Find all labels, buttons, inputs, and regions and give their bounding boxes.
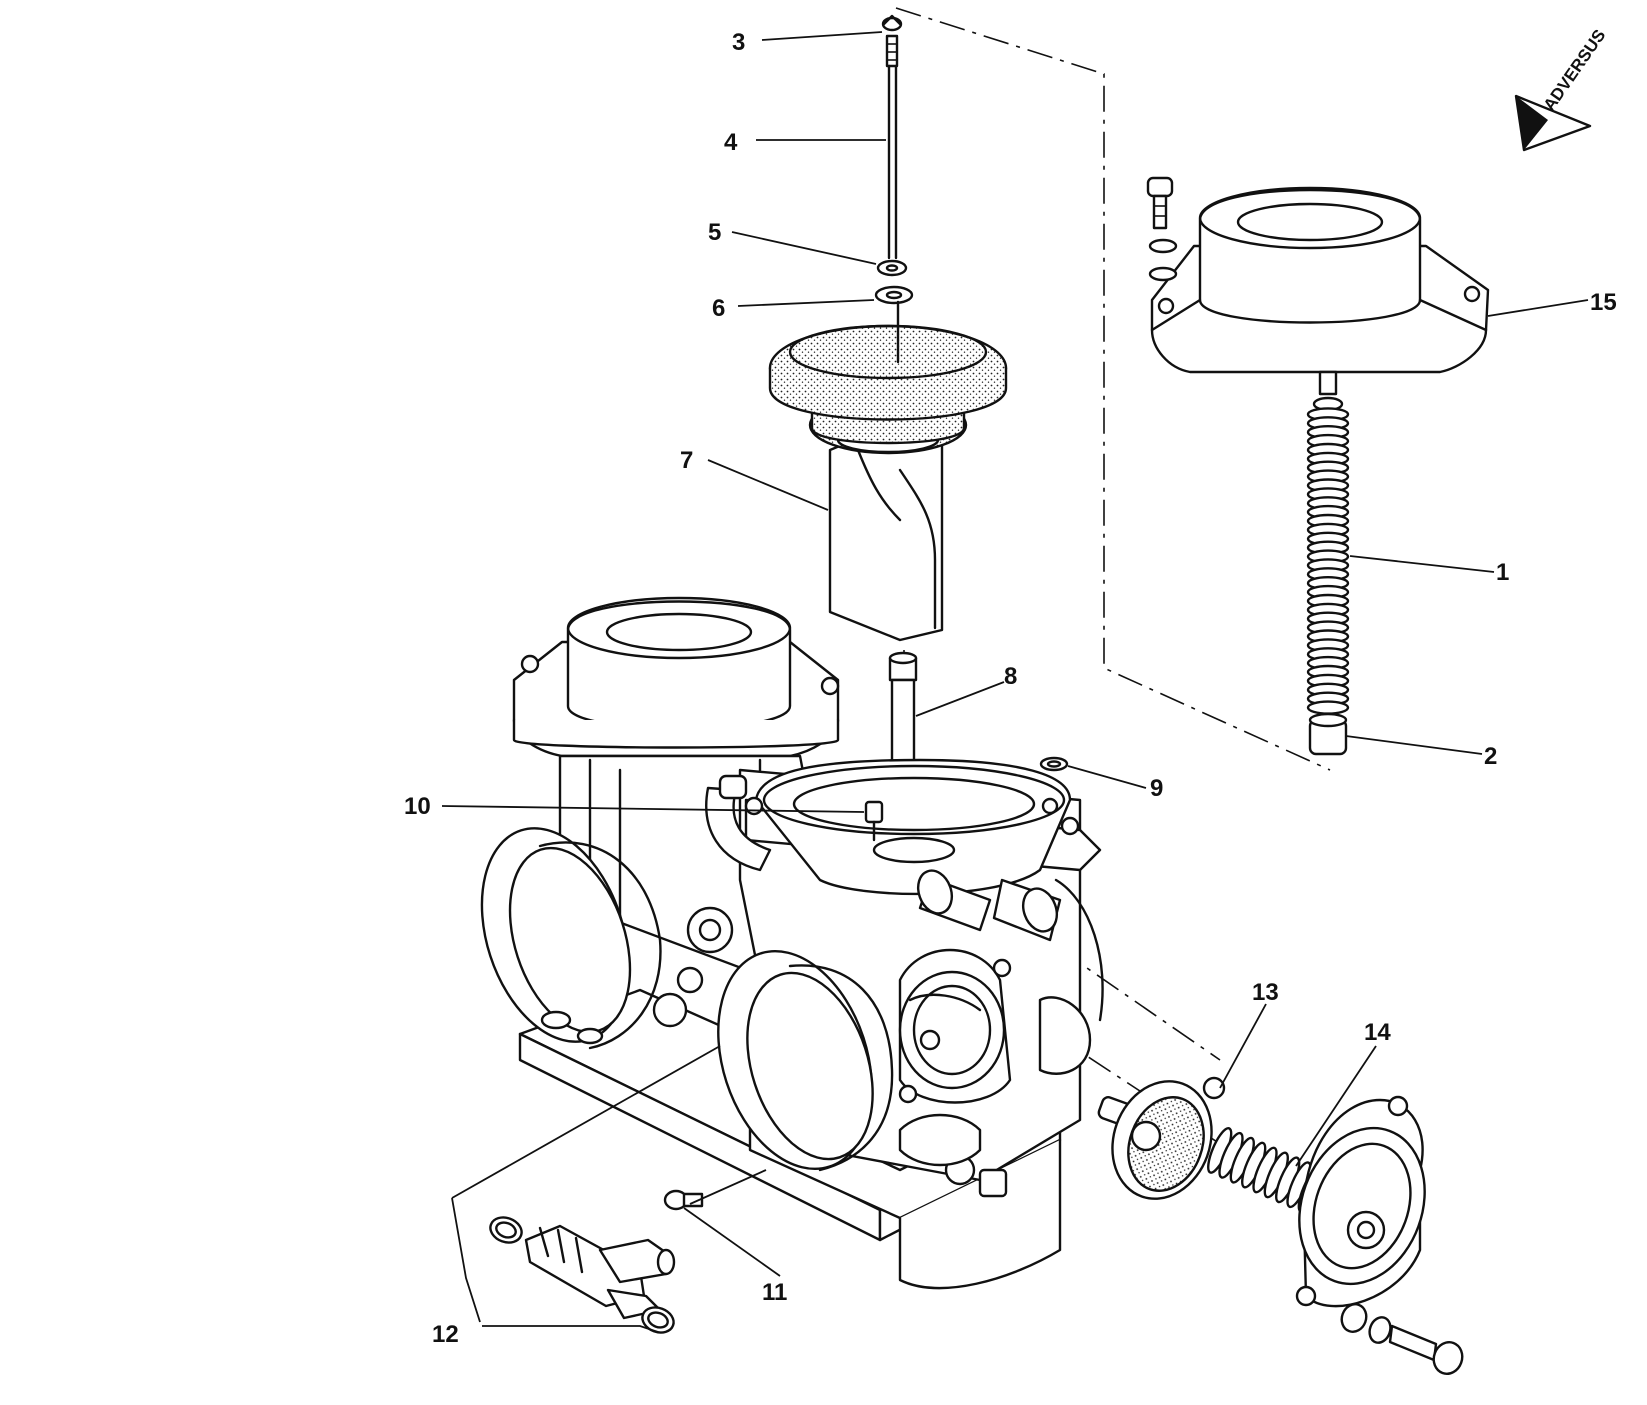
callout-5: 5 xyxy=(708,219,721,246)
leader-lines xyxy=(441,31,1589,1333)
carburetor-body xyxy=(480,596,1104,1290)
spring-coil xyxy=(1306,700,1350,715)
callout-3: 3 xyxy=(732,29,745,56)
callout-11: 11 xyxy=(762,1279,787,1306)
part-2-spring-seat xyxy=(1308,712,1348,756)
part-12-fitting-o-rings xyxy=(489,1216,676,1334)
callout-12: 12 xyxy=(432,1321,459,1348)
part-6-washer xyxy=(874,285,914,305)
part-15-vacuum-cover xyxy=(1146,176,1490,412)
part-10-jet xyxy=(864,800,884,842)
callout-1: 1 xyxy=(1496,559,1509,586)
adversus-logo: ADVERSUS xyxy=(1514,26,1610,152)
callout-7: 7 xyxy=(680,447,693,474)
callout-8: 8 xyxy=(1004,663,1017,690)
part-13-choke-diaphragm xyxy=(1097,1076,1226,1200)
callout-13: 13 xyxy=(1252,979,1279,1006)
part-7-diaphragm-piston xyxy=(768,300,1008,642)
callout-14: 14 xyxy=(1364,1019,1391,1046)
callout-10: 10 xyxy=(404,793,431,820)
callout-6: 6 xyxy=(712,295,725,322)
part-9-o-ring xyxy=(1039,756,1069,772)
part-11-screw xyxy=(663,1189,704,1211)
part-3-clip xyxy=(881,14,903,32)
callout-9: 9 xyxy=(1150,775,1163,802)
part-4-needle xyxy=(885,34,899,260)
callout-numbers: 1 2 3 4 5 6 7 8 9 10 11 12 13 14 15 xyxy=(404,29,1617,1348)
part-5-washer xyxy=(876,259,908,277)
part-1-spring xyxy=(1306,407,1350,715)
callout-4: 4 xyxy=(724,129,738,156)
callout-2: 2 xyxy=(1484,743,1497,770)
choke-cover xyxy=(1295,1095,1464,1375)
logo-text: ADVERSUS xyxy=(1540,26,1610,114)
callout-15: 15 xyxy=(1590,289,1617,316)
